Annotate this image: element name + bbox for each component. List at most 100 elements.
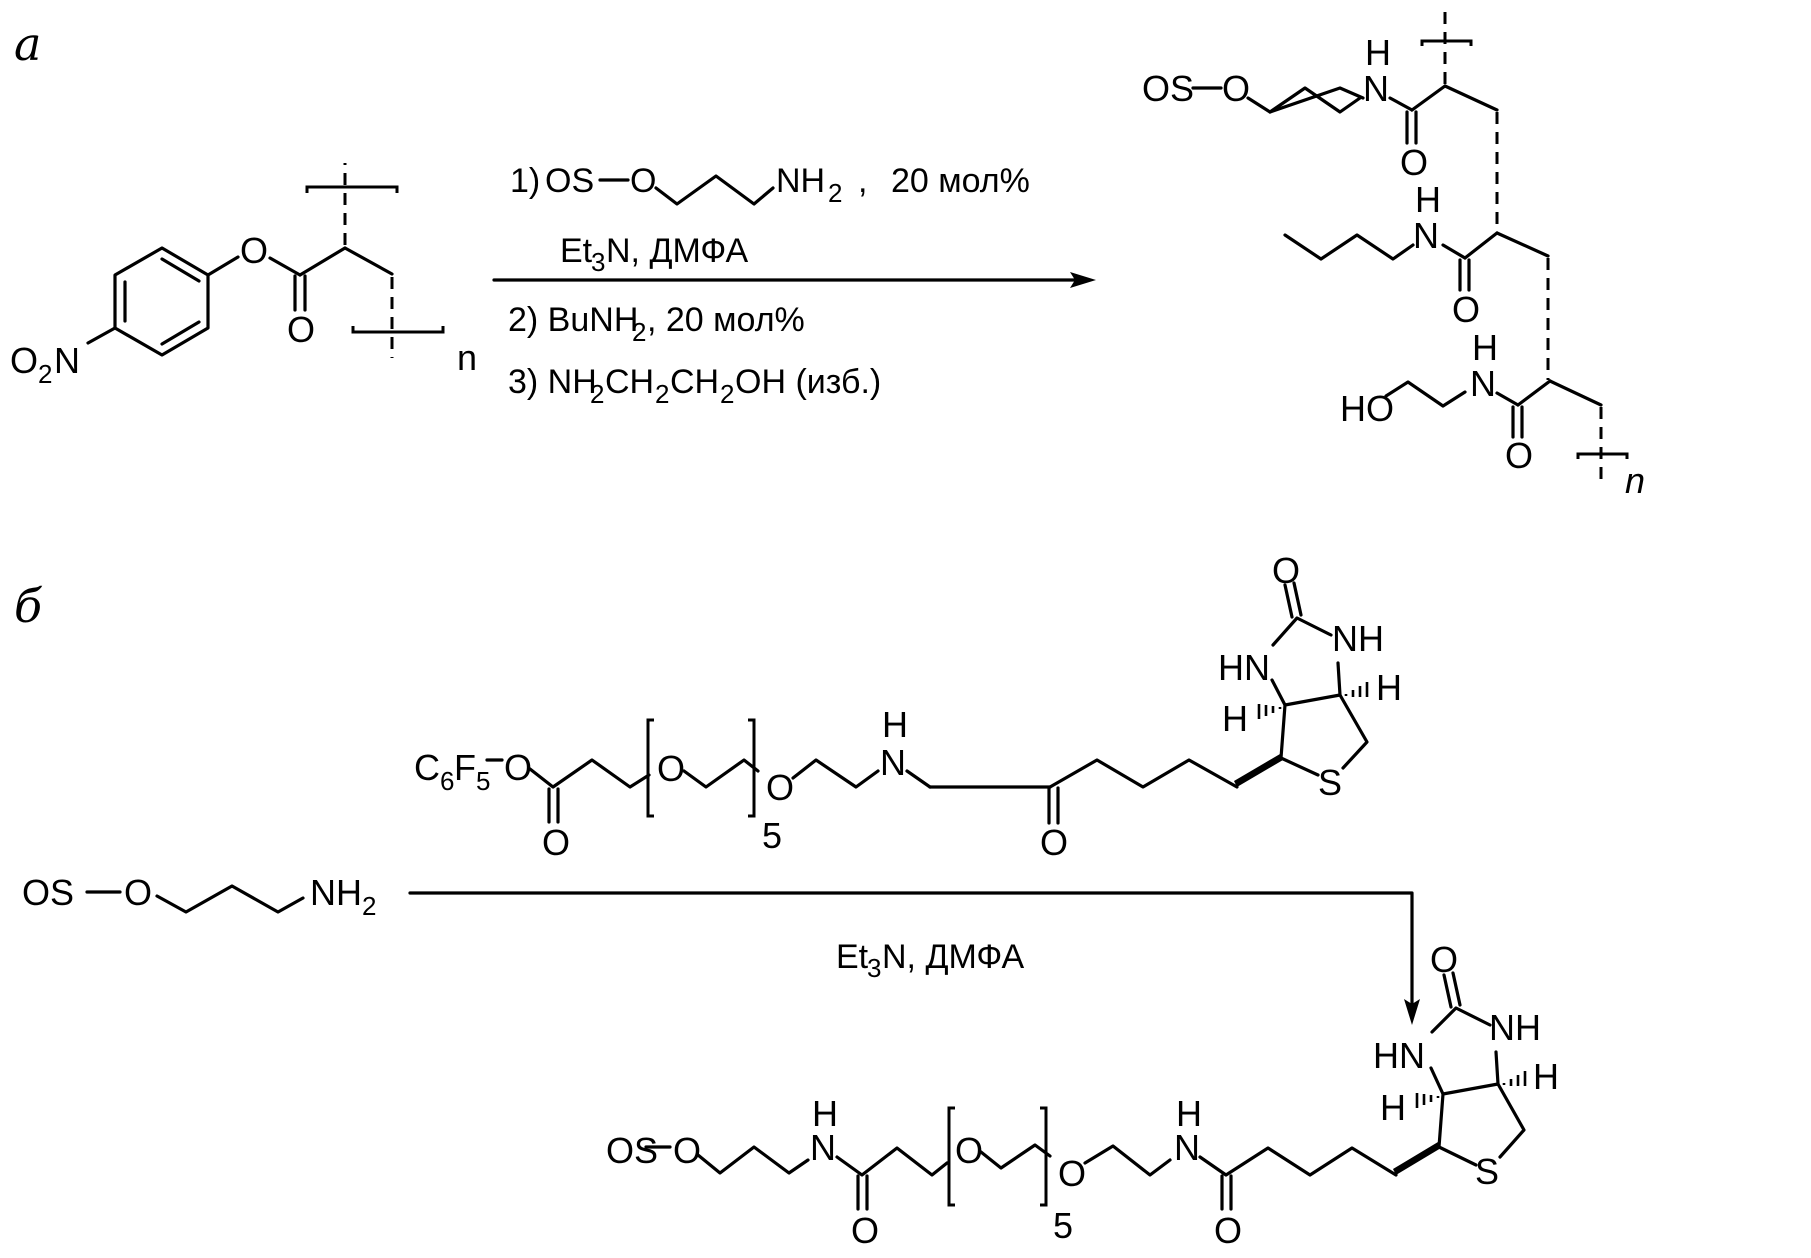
propyl-chain <box>1268 86 1362 114</box>
atom-label: HO <box>1340 388 1394 429</box>
ethyl-chain <box>1083 1144 1172 1177</box>
atom-label: H <box>882 704 908 745</box>
atom-label: S <box>1318 762 1342 803</box>
product-b: OS O N H O O 5 O N H O S HN NH O <box>606 939 1559 1251</box>
subscript: 2 <box>655 379 669 409</box>
atom-label: O <box>287 309 315 350</box>
hashed-bond <box>1344 682 1369 697</box>
imidazolidinone-ring <box>1429 1066 1445 1096</box>
valeryl-chain <box>1198 1146 1398 1177</box>
conditions-b: Et 3 N, ДМФА <box>408 891 1420 1025</box>
peg-chain <box>682 758 760 789</box>
atom-label: O <box>673 1130 701 1171</box>
step-1-amount: 20 мол% <box>891 162 1030 200</box>
hashed-bond <box>1502 1071 1527 1086</box>
peg-repeat-count: 5 <box>1053 1205 1073 1246</box>
atom-label: O <box>1452 289 1480 330</box>
bond <box>1443 84 1499 112</box>
atom-label: F <box>454 747 476 788</box>
peg-bracket-left <box>947 1106 955 1207</box>
reactant-polymer: O 2 N O O n <box>10 163 477 389</box>
bond <box>1441 243 1467 260</box>
urea-double-bond <box>1283 583 1294 619</box>
atom-label: O <box>1430 939 1458 980</box>
urea-double-bond <box>1292 581 1303 617</box>
subscript: 3 <box>867 953 881 983</box>
repeat-count: n <box>457 337 477 378</box>
atom-label: O <box>657 748 685 789</box>
atom-label: H <box>812 1093 838 1134</box>
subscript: 2 <box>590 379 604 409</box>
atom-label: HN <box>1373 1035 1425 1076</box>
reagent-pfp-peg-biotin: C 6 F 5 O O O 5 O N H O S HN NH <box>414 550 1402 863</box>
atom-label: H <box>1415 179 1441 220</box>
propanoate-chain <box>528 758 651 789</box>
subscript: 3 <box>591 247 605 277</box>
atom-label: N <box>54 340 80 381</box>
bond <box>1494 1050 1500 1086</box>
atom-label: NH <box>1332 618 1384 659</box>
repeat-bracket-bottom <box>1576 452 1629 459</box>
bond <box>1388 96 1414 112</box>
bond <box>1516 379 1552 407</box>
atom-label: S <box>1475 1151 1499 1192</box>
panel-label-b: б <box>14 579 43 633</box>
atom-label: N <box>1470 363 1496 404</box>
imidazolidinone-ring <box>1430 1006 1492 1034</box>
wedge-bond <box>1234 754 1283 787</box>
atom-label: HN <box>1218 647 1270 688</box>
reaction-arrow-head <box>1070 272 1096 288</box>
thiolane-ring <box>1437 1082 1526 1159</box>
thiolane-ring <box>1437 1145 1478 1167</box>
atom-label: OS <box>22 872 74 913</box>
atom-label: O <box>851 1210 879 1251</box>
atom-label: N <box>880 742 906 783</box>
atom-label: O <box>124 872 152 913</box>
atom-label: NH <box>776 162 825 200</box>
atom-label: O <box>504 747 532 788</box>
bond <box>905 769 932 789</box>
bond <box>1548 379 1603 407</box>
reagent-label: Et <box>836 938 869 976</box>
atom-label: O <box>1214 1210 1242 1251</box>
comma: , <box>858 162 867 200</box>
subscript: 6 <box>440 766 454 796</box>
atom-label: H <box>1222 698 1248 739</box>
subscript: 5 <box>476 766 490 796</box>
subscript: 2 <box>362 891 376 921</box>
peg-bracket-right <box>1040 1106 1048 1207</box>
atom-label: H <box>1533 1056 1559 1097</box>
atom-label: H <box>1176 1093 1202 1134</box>
bond <box>343 246 394 276</box>
reagent-label: N, ДМФА <box>882 938 1025 976</box>
atom-label: H <box>1365 32 1391 73</box>
peg-chain <box>979 1143 1052 1170</box>
product-a: OS O N H O N H O HO N H O <box>1142 8 1645 501</box>
atom-label: O <box>240 230 268 271</box>
peg-bracket-right <box>748 718 756 818</box>
urea-double-bond <box>1451 971 1462 1007</box>
aromatic-double-bond <box>160 320 201 346</box>
atom-label: O <box>1222 68 1250 109</box>
step-2: 2) BuNH <box>508 301 638 339</box>
propyl-chain <box>654 174 775 206</box>
bond <box>206 255 240 277</box>
bond <box>268 256 302 277</box>
imidazolidinone-ring <box>1270 678 1287 707</box>
bond <box>1410 84 1447 112</box>
atom-label: N <box>1413 215 1439 256</box>
reaction-arrow-line <box>408 891 1414 1007</box>
repeat-bracket-top <box>1420 39 1473 46</box>
step-3: OH (изб.) <box>735 363 881 401</box>
step-1-prefix: 1) <box>510 162 540 200</box>
bond <box>86 326 117 345</box>
atom-label: O <box>1400 142 1428 183</box>
propyl-chain <box>1246 86 1365 114</box>
atom-label: NH <box>1489 1007 1541 1048</box>
atom-label: O <box>630 162 656 200</box>
benzene-ring <box>113 246 210 357</box>
conditions-a: 1) OS O NH 2 , 20 мол% Et 3 N, ДМФА 2) B… <box>492 162 1096 409</box>
propanoyl-chain <box>835 1146 949 1177</box>
atom-label: C <box>414 747 440 788</box>
subscript: 2 <box>720 379 734 409</box>
